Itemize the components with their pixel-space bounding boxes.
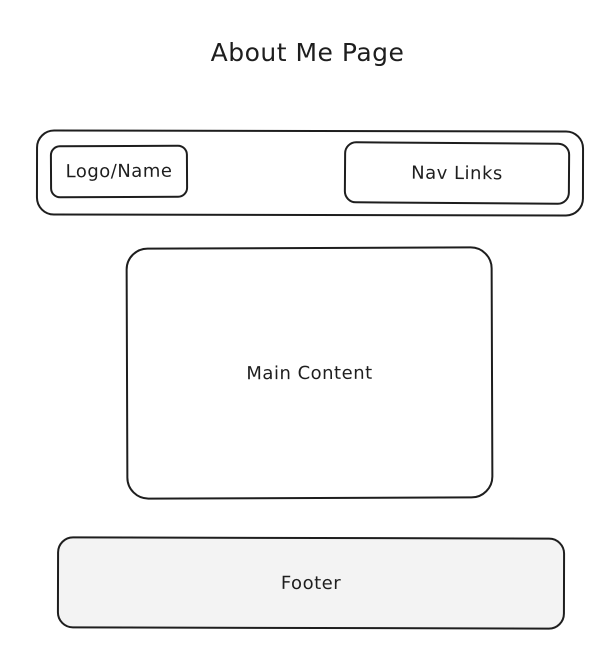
main-content-box: Main Content [125, 246, 494, 500]
diagram-title: About Me Page [210, 38, 405, 67]
logo-name-label: Logo/Name [65, 160, 173, 183]
footer-label: Footer [280, 572, 342, 594]
footer-box: Footer [56, 536, 566, 630]
logo-name-box: Logo/Name [49, 144, 189, 199]
main-content-label: Main Content [246, 362, 373, 384]
nav-links-label: Nav Links [411, 162, 503, 184]
nav-links-box: Nav Links [343, 141, 571, 205]
